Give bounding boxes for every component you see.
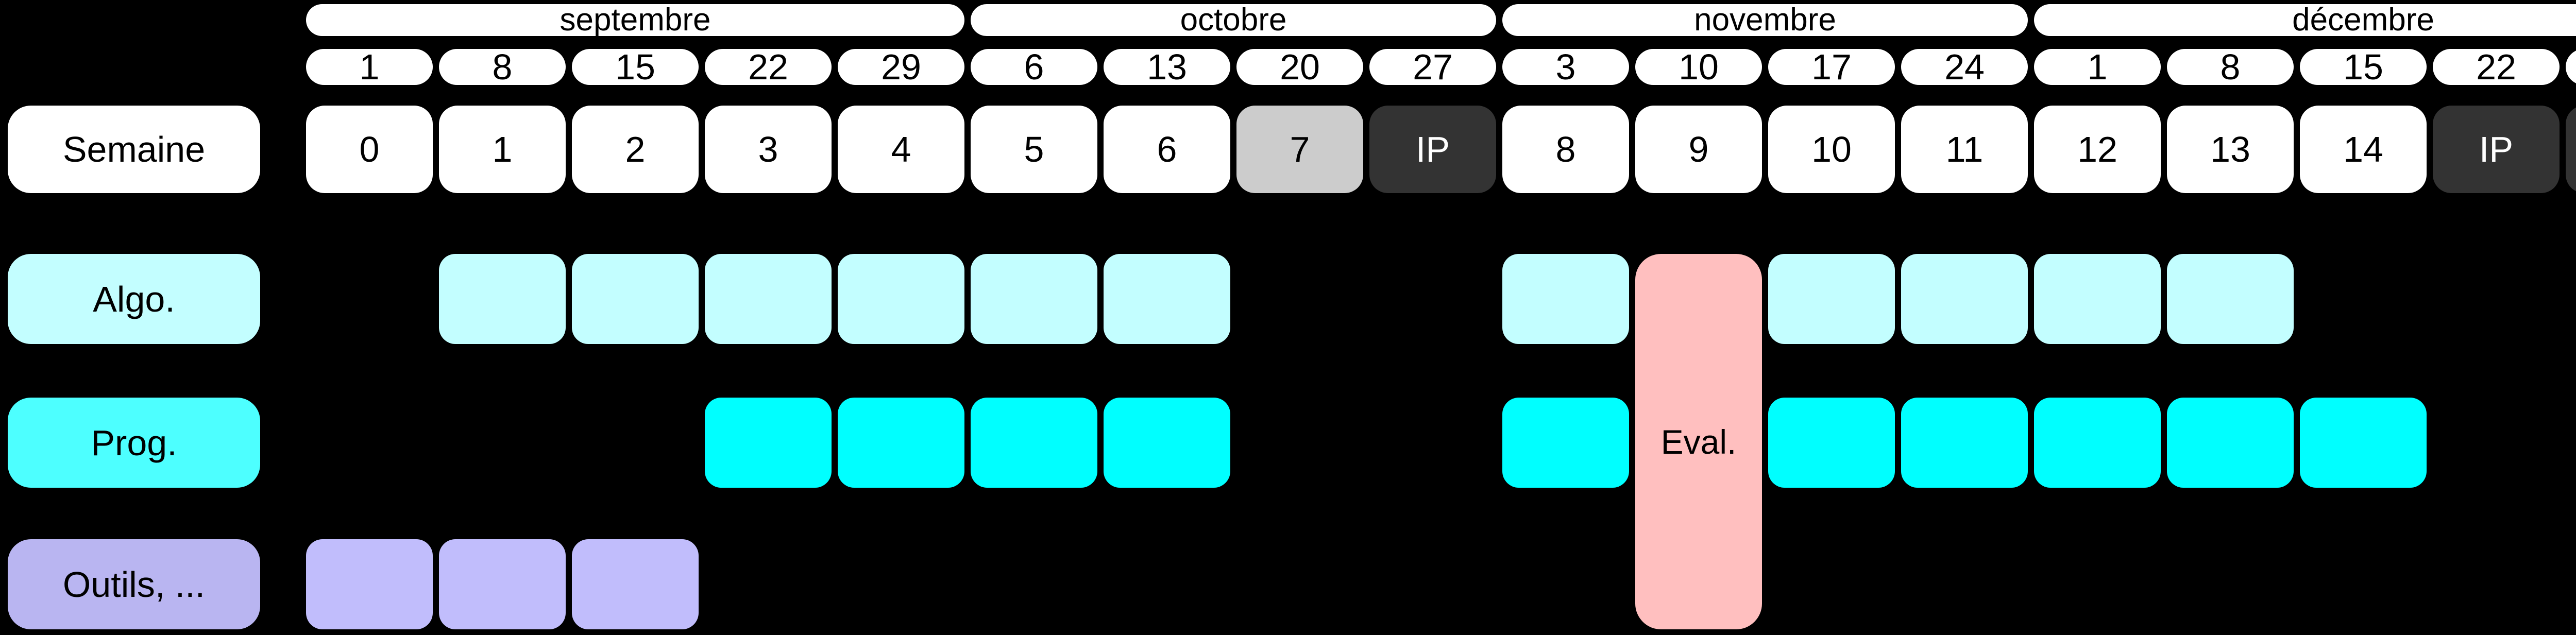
week-cell-16-dark: IP	[2433, 106, 2560, 193]
date-cell-8: 27	[1369, 49, 1496, 85]
date-cell-0: 1	[306, 49, 433, 85]
date-cell-4: 29	[838, 49, 964, 85]
week-cell-15: 14	[2300, 106, 2427, 193]
month-bar-octobre: octobre	[971, 4, 1496, 36]
month-bar-décembre: décembre	[2034, 4, 2576, 36]
month-bar-novembre: novembre	[1502, 4, 2028, 36]
week-cell-6: 6	[1104, 106, 1230, 193]
date-cell-17: 29	[2566, 49, 2576, 85]
prog-session-cell-col-5	[971, 398, 1097, 488]
algo-session-cell-col-11	[1768, 254, 1895, 344]
week-cell-4: 4	[838, 106, 964, 193]
algo-session-cell-col-6	[1104, 254, 1230, 344]
week-cell-9: 8	[1502, 106, 1629, 193]
algo-session-cell-col-2	[572, 254, 699, 344]
algo-session-cell-col-1	[439, 254, 566, 344]
week-cell-13: 12	[2034, 106, 2161, 193]
prog-session-cell-col-11	[1768, 398, 1895, 488]
month-bar-septembre: septembre	[306, 4, 964, 36]
prog-session-cell-col-3	[705, 398, 832, 488]
week-cell-8-dark: IP	[1369, 106, 1496, 193]
outils-session-cell-col-1	[439, 539, 566, 629]
date-cell-13: 1	[2034, 49, 2161, 85]
date-cell-12: 24	[1901, 49, 2028, 85]
date-cell-5: 6	[971, 49, 1097, 85]
week-cell-5: 5	[971, 106, 1097, 193]
outils-session-cell-col-2	[572, 539, 699, 629]
eval-bar-1: Eval.	[1635, 254, 1762, 629]
date-cell-6: 13	[1104, 49, 1230, 85]
algo-session-cell-col-12	[1901, 254, 2028, 344]
week-cell-0: 0	[306, 106, 433, 193]
eval-label: Eval.	[1660, 422, 1737, 461]
row-label-prog: Prog.	[8, 398, 260, 488]
algo-session-cell-col-14	[2167, 254, 2294, 344]
date-cell-3: 22	[705, 49, 832, 85]
prog-session-cell-col-14	[2167, 398, 2294, 488]
week-cell-3: 3	[705, 106, 832, 193]
date-cell-15: 15	[2300, 49, 2427, 85]
week-cell-17-dark: IP	[2566, 106, 2576, 193]
prog-session-cell-col-13	[2034, 398, 2161, 488]
date-cell-9: 3	[1502, 49, 1629, 85]
algo-session-cell-col-3	[705, 254, 832, 344]
algo-session-cell-col-5	[971, 254, 1097, 344]
prog-session-cell-col-9	[1502, 398, 1629, 488]
week-cell-11: 10	[1768, 106, 1895, 193]
outils-session-cell-col-0	[306, 539, 433, 629]
date-cell-7: 20	[1236, 49, 1363, 85]
algo-session-cell-col-9	[1502, 254, 1629, 344]
prog-session-cell-col-6	[1104, 398, 1230, 488]
row-label-outils: Outils, ...	[8, 539, 260, 629]
week-cell-12: 11	[1901, 106, 2028, 193]
algo-session-cell-col-4	[838, 254, 964, 344]
date-cell-2: 15	[572, 49, 699, 85]
week-cell-1: 1	[439, 106, 566, 193]
date-cell-1: 8	[439, 49, 566, 85]
row-label-semaine: Semaine	[8, 106, 260, 193]
prog-session-cell-col-4	[838, 398, 964, 488]
algo-session-cell-col-13	[2034, 254, 2161, 344]
week-cell-7-gray: 7	[1236, 106, 1363, 193]
date-cell-16: 22	[2433, 49, 2560, 85]
week-cell-14: 13	[2167, 106, 2294, 193]
date-cell-10: 10	[1635, 49, 1762, 85]
prog-session-cell-col-12	[1901, 398, 2028, 488]
prog-session-cell-col-15	[2300, 398, 2427, 488]
date-cell-14: 8	[2167, 49, 2294, 85]
week-cell-2: 2	[572, 106, 699, 193]
date-cell-11: 17	[1768, 49, 1895, 85]
row-label-algo: Algo.	[8, 254, 260, 344]
week-cell-10: 9	[1635, 106, 1762, 193]
